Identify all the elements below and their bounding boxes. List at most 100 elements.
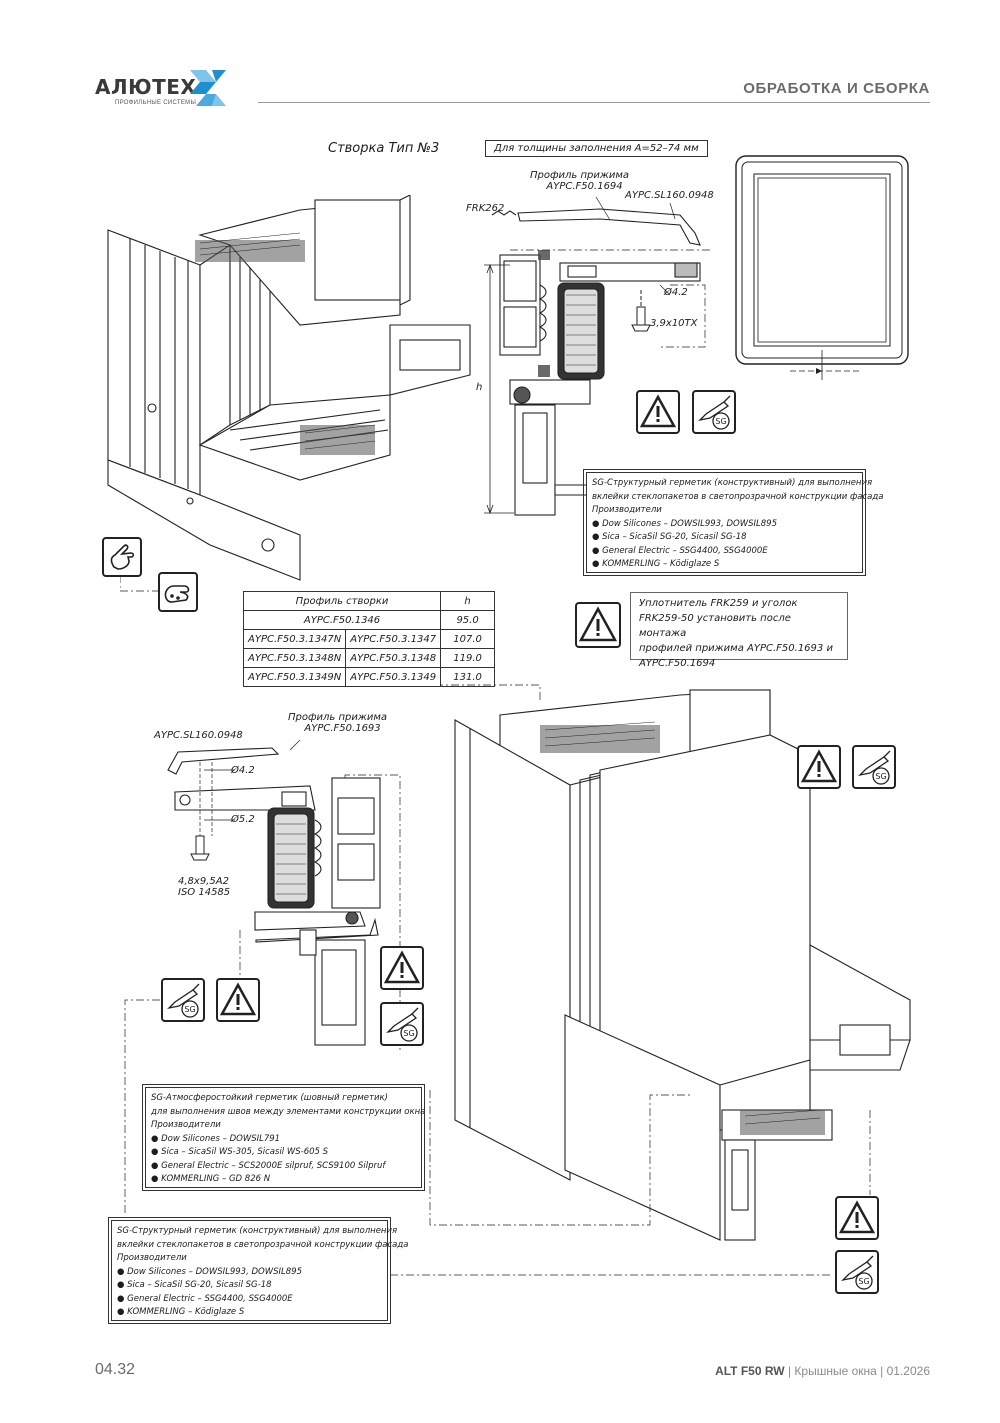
manufacturer-item: General Electric – SCS2000E silpruf, SCS… <box>151 1160 416 1174</box>
note-line: вклейки стеклопакетов в светопрозрачной … <box>117 1239 409 1250</box>
screw-label-top: 3,9x10TX <box>650 318 698 329</box>
manufacturer-item: KOMMERLING – GD 826 N <box>151 1173 416 1187</box>
top-section-drawing <box>484 196 710 516</box>
gasket-label: FRK262 <box>466 203 505 214</box>
hole-label-2: Ø5.2 <box>231 814 255 825</box>
notice-line: AYPC.F50.1694 <box>639 658 716 669</box>
weather-sealant-note: SG-Атмосферостойкий герметик (шовный гер… <box>142 1084 426 1191</box>
sealant-gun-icon-3: SG <box>835 1250 879 1294</box>
manufacturer-item: General Electric – SSG4400, SSG4000E <box>117 1293 382 1307</box>
leader-lines-left <box>120 575 160 592</box>
warning-triangle-icon-2 <box>575 602 621 648</box>
note-label: Производители <box>117 1253 187 1263</box>
footer-product: ALT F50 RW <box>715 1364 785 1378</box>
clamp-profile-label-top-line1: Профиль прижима <box>530 170 630 181</box>
cover-label-bottom: AYPC.SL160.0948 <box>154 730 243 741</box>
note-line: SG-Атмосферостойкий герметик (шовный гер… <box>151 1093 388 1103</box>
clamp-profile-label-bottom-line1: Профиль прижима <box>288 712 388 723</box>
table-cell: 119.0 <box>440 648 496 668</box>
table-header-profile: Профиль створки <box>242 591 442 611</box>
warning-triangle-icon-4 <box>835 1196 879 1240</box>
notice-line: профилей прижима AYPC.F50.1693 и <box>639 643 833 654</box>
table-cell: AYPC.F50.3.1348 <box>345 648 442 668</box>
cover-label-top: AYPC.SL160.0948 <box>625 190 714 201</box>
note-label: Производители <box>592 505 662 515</box>
note-label: Производители <box>151 1120 221 1130</box>
brand-logo: АЛЮТЕХ ПРОФИЛЬНЫЕ СИСТЕМЫ <box>95 70 235 108</box>
note-line: SG-Структурный герметик (конструктивный)… <box>592 478 873 488</box>
table-cell: AYPC.F50.3.1347N <box>242 629 347 649</box>
sash-profile-table: Профиль створки h AYPC.F50.1346 95.0 AYP… <box>242 591 496 687</box>
table-cell: AYPC.F50.1346 <box>242 610 442 630</box>
hand-pointer-icon <box>102 537 142 577</box>
manufacturer-item: Dow Silicones – DOWSIL993, DOWSIL895 <box>592 518 857 532</box>
table-cell: AYPC.F50.3.1348N <box>242 648 347 668</box>
clamp-profile-label-bottom-line2: AYPC.F50.1693 <box>304 723 381 734</box>
sealant-gun-icon-2: SG <box>852 745 896 789</box>
hole-label-top: Ø4.2 <box>664 287 688 298</box>
sealant-gun-icon-5: SG <box>380 1002 424 1046</box>
warning-triangle-icon-1 <box>636 390 680 434</box>
fill-thickness-label: Для толщины заполнения A=52–74 мм <box>485 140 708 157</box>
frame-elevation-drawing <box>735 155 909 380</box>
bottom-section-drawing <box>167 740 401 1050</box>
table-row: AYPC.F50.1346 95.0 <box>242 610 496 630</box>
sash-isometric-drawing <box>107 195 471 581</box>
header-rule <box>258 102 930 103</box>
warning-triangle-icon-5 <box>216 978 260 1022</box>
hole-label-1: Ø4.2 <box>231 765 255 776</box>
note-line: SG-Структурный герметик (конструктивный)… <box>117 1226 398 1236</box>
sealant-badge: SG <box>403 1029 414 1038</box>
screw-label-line1: 4,8x9,5A2 <box>178 876 229 887</box>
table-header-dim: h <box>440 591 496 611</box>
logo-mark-icon <box>190 70 226 106</box>
page-number: 04.32 <box>95 1361 136 1378</box>
clamp-profile-label-bottom: Профиль прижима AYPC.F50.1693 <box>288 712 387 734</box>
sealant-badge: SG <box>875 772 886 781</box>
table-cell: AYPC.F50.3.1349N <box>242 667 347 687</box>
section-title: ОБРАБОТКА И СБОРКА <box>743 80 930 97</box>
clamp-profile-label-top-line2: AYPC.F50.1694 <box>546 181 623 192</box>
table-cell: AYPC.F50.3.1347 <box>345 629 442 649</box>
table-header-row: Профиль створки h <box>242 591 496 611</box>
structural-sealant-note-top: SG-Структурный герметик (конструктивный)… <box>583 469 884 576</box>
note-line: для выполнения швов между элементами кон… <box>151 1106 426 1117</box>
warning-triangle-icon-6 <box>380 946 424 990</box>
drawing-title: Створка Тип №3 <box>328 141 440 156</box>
table-cell: AYPC.F50.3.1349 <box>345 667 442 687</box>
sealant-badge: SG <box>184 1005 195 1014</box>
leader-lines-bottom <box>124 999 871 1276</box>
sealant-badge: SG <box>715 417 726 426</box>
screw-label-bottom: 4,8x9,5A2 ISO 14585 <box>178 876 230 898</box>
manufacturer-item: KOMMERLING – Kӧdiglaze S <box>117 1306 382 1320</box>
structural-sealant-note-bottom: SG-Структурный герметик (конструктивный)… <box>108 1217 409 1324</box>
manufacturer-item: Dow Silicones – DOWSIL993, DOWSIL895 <box>117 1266 382 1280</box>
assembly-isometric-drawing <box>440 684 911 1241</box>
note-line: вклейки стеклопакетов в светопрозрачной … <box>592 491 884 502</box>
table-cell: 107.0 <box>440 629 496 649</box>
table-cell: 131.0 <box>440 667 496 687</box>
manufacturer-item: General Electric – SSG4400, SSG4000E <box>592 545 857 559</box>
screw-label-line2: ISO 14585 <box>178 887 231 898</box>
sealant-gun-icon-4: SG <box>161 978 205 1022</box>
manufacturer-item: Sica – SicaSil SG-20, Sicasil SG-18 <box>592 531 857 545</box>
sealant-badge: SG <box>858 1277 869 1286</box>
manufacturer-item: Sica – SicaSil SG-20, Sicasil SG-18 <box>117 1279 382 1293</box>
table-row: AYPC.F50.3.1347N AYPC.F50.3.1347 107.0 <box>242 629 496 649</box>
hand-press-icon <box>158 572 198 612</box>
table-cell: 95.0 <box>440 610 496 630</box>
installation-notice: Уплотнитель FRK259 и уголок FRK259-50 ус… <box>630 592 848 669</box>
logo-subtitle: ПРОФИЛЬНЫЕ СИСТЕМЫ <box>115 100 197 106</box>
table-row: AYPC.F50.3.1348N AYPC.F50.3.1348 119.0 <box>242 648 496 668</box>
table-row: AYPC.F50.3.1349N AYPC.F50.3.1349 131.0 <box>242 667 496 687</box>
notice-line: Уплотнитель FRK259 и уголок <box>639 598 798 609</box>
notice-line: FRK259-50 установить после монтажа <box>639 613 791 639</box>
manufacturer-item: KOMMERLING – Kӧdiglaze S <box>592 558 857 572</box>
clamp-profile-label-top: Профиль прижима AYPC.F50.1694 <box>530 170 629 192</box>
footer-info: ALT F50 RW | Крышные окна | 01.2026 <box>715 1364 930 1378</box>
logo-text: АЛЮТЕХ <box>95 75 197 99</box>
footer-description: | Крышные окна | 01.2026 <box>787 1364 930 1378</box>
manufacturer-item: Sica – SicaSil WS-305, Sicasil WS-605 S <box>151 1146 416 1160</box>
warning-triangle-icon-3 <box>797 745 841 789</box>
sealant-gun-icon-1: SG <box>692 390 736 434</box>
